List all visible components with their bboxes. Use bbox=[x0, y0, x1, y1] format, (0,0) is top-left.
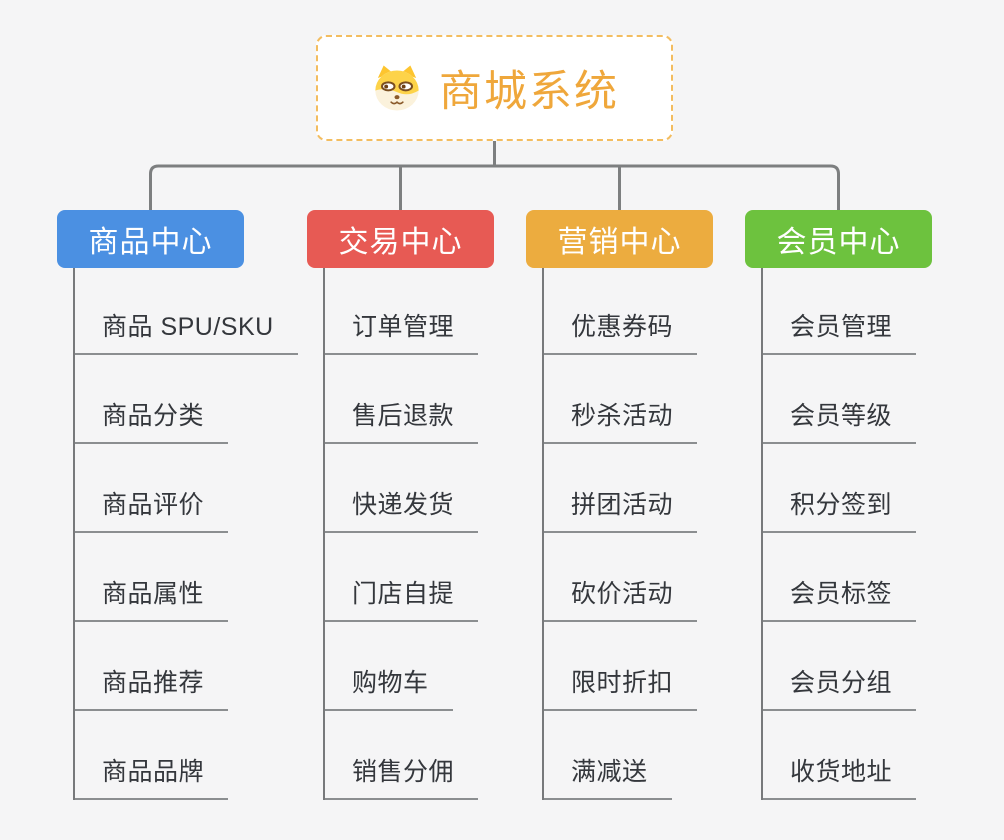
leaf-node[interactable]: 收货地址 bbox=[763, 752, 917, 800]
branch-3: 营销中心 优惠券码秒杀活动拼团活动砍价活动限时折扣满减送 bbox=[526, 210, 786, 800]
leaf-node[interactable]: 售后退款 bbox=[325, 396, 479, 444]
leaf-row: 积分签到 bbox=[763, 444, 1004, 533]
leaf-node[interactable]: 满减送 bbox=[544, 752, 672, 800]
leaf-row: 砍价活动 bbox=[544, 533, 786, 622]
branch-4: 会员中心 会员管理会员等级积分签到会员标签会员分组收货地址 bbox=[745, 210, 1004, 800]
leaf-node[interactable]: 商品属性 bbox=[75, 574, 229, 622]
branch-label: 会员中心 bbox=[776, 226, 901, 259]
leaf-row: 会员标签 bbox=[763, 533, 1004, 622]
leaf-row: 限时折扣 bbox=[544, 622, 786, 711]
root-title: 商城系统 bbox=[439, 68, 619, 116]
leaf-row: 满减送 bbox=[544, 711, 786, 800]
leaf-row: 销售分佣 bbox=[325, 711, 567, 800]
leaf-node[interactable]: 会员标签 bbox=[763, 574, 917, 622]
leaf-row: 购物车 bbox=[325, 622, 567, 711]
leaf-node[interactable]: 购物车 bbox=[325, 663, 453, 711]
leaf-node[interactable]: 砍价活动 bbox=[544, 574, 698, 622]
leaf-row: 售后退款 bbox=[325, 355, 567, 444]
leaf-row: 秒杀活动 bbox=[544, 355, 786, 444]
leaf-node[interactable]: 会员分组 bbox=[763, 663, 917, 711]
branch-trunk: 会员管理会员等级积分签到会员标签会员分组收货地址 bbox=[761, 268, 1004, 800]
branch-header-4[interactable]: 会员中心 bbox=[745, 210, 932, 268]
leaf-row: 商品品牌 bbox=[75, 711, 317, 800]
branch-label: 交易中心 bbox=[338, 226, 463, 259]
leaf-row: 拼团活动 bbox=[544, 444, 786, 533]
leaf-node[interactable]: 商品评价 bbox=[75, 485, 229, 533]
leaf-node[interactable]: 商品推荐 bbox=[75, 663, 229, 711]
leaf-row: 会员管理 bbox=[763, 268, 1004, 355]
leaf-node[interactable]: 销售分佣 bbox=[325, 752, 479, 800]
branch-label: 营销中心 bbox=[557, 226, 682, 259]
branch-1: 商品中心 商品 SPU/SKU 商品分类商品评价商品属性商品推荐商品品牌 bbox=[57, 210, 317, 800]
leaf-node[interactable]: 限时折扣 bbox=[544, 663, 698, 711]
leaf-node[interactable]: 商品 SPU/SKU bbox=[75, 307, 298, 355]
branch-header-3[interactable]: 营销中心 bbox=[526, 210, 713, 268]
branch-2: 交易中心 订单管理售后退款快递发货门店自提购物车销售分佣 bbox=[307, 210, 567, 800]
leaf-row: 商品推荐 bbox=[75, 622, 317, 711]
root-node[interactable]: 商城系统 bbox=[316, 35, 673, 141]
leaf-node[interactable]: 商品分类 bbox=[75, 396, 229, 444]
leaf-node[interactable]: 会员等级 bbox=[763, 396, 917, 444]
leaf-row: 订单管理 bbox=[325, 268, 567, 355]
branch-trunk: 优惠券码秒杀活动拼团活动砍价活动限时折扣满减送 bbox=[542, 268, 786, 800]
leaf-row: 商品分类 bbox=[75, 355, 317, 444]
leaf-row: 会员分组 bbox=[763, 622, 1004, 711]
leaf-node[interactable]: 拼团活动 bbox=[544, 485, 698, 533]
leaf-row: 收货地址 bbox=[763, 711, 1004, 800]
leaf-row: 门店自提 bbox=[325, 533, 567, 622]
leaf-row: 优惠券码 bbox=[544, 268, 786, 355]
leaf-row: 商品 SPU/SKU bbox=[75, 268, 317, 355]
leaf-node[interactable]: 门店自提 bbox=[325, 574, 479, 622]
dog-face-icon bbox=[375, 65, 419, 111]
branch-trunk: 商品 SPU/SKU 商品分类商品评价商品属性商品推荐商品品牌 bbox=[73, 268, 317, 800]
branch-header-1[interactable]: 商品中心 bbox=[57, 210, 244, 268]
leaf-row: 商品评价 bbox=[75, 444, 317, 533]
leaf-node[interactable]: 秒杀活动 bbox=[544, 396, 698, 444]
leaf-node[interactable]: 积分签到 bbox=[763, 485, 917, 533]
leaf-node[interactable]: 优惠券码 bbox=[544, 307, 698, 355]
leaf-row: 商品属性 bbox=[75, 533, 317, 622]
leaf-row: 会员等级 bbox=[763, 355, 1004, 444]
branch-label: 商品中心 bbox=[88, 226, 213, 259]
leaf-node[interactable]: 商品品牌 bbox=[75, 752, 229, 800]
leaf-node[interactable]: 快递发货 bbox=[325, 485, 479, 533]
branch-trunk: 订单管理售后退款快递发货门店自提购物车销售分佣 bbox=[323, 268, 567, 800]
leaf-node[interactable]: 订单管理 bbox=[325, 307, 479, 355]
branch-header-2[interactable]: 交易中心 bbox=[307, 210, 494, 268]
leaf-row: 快递发货 bbox=[325, 444, 567, 533]
leaf-node[interactable]: 会员管理 bbox=[763, 307, 917, 355]
